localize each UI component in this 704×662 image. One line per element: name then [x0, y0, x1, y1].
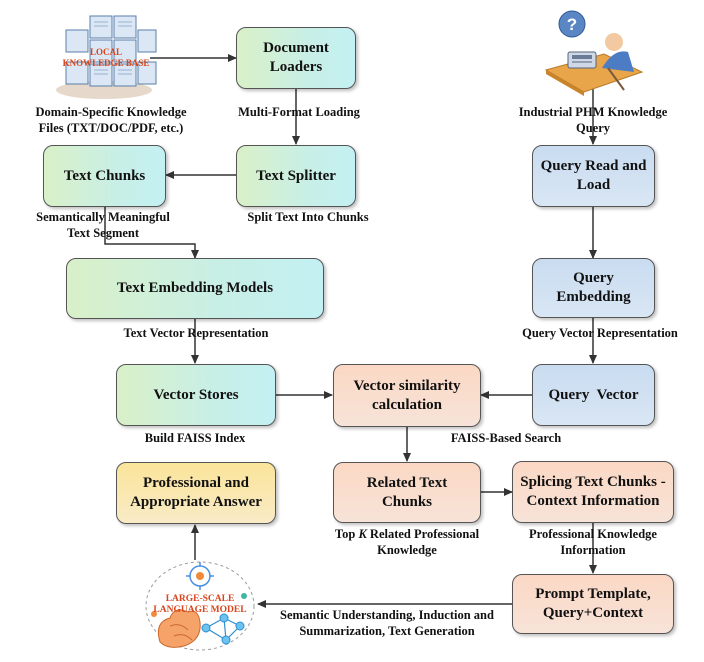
vector-similarity-label: Vector similarity calculation: [353, 377, 461, 413]
text-splitter-label: Text Splitter: [256, 167, 336, 184]
user-query-icon: ?: [544, 10, 644, 96]
splicing-text-chunks-label: Splicing Text Chunks - Context Informati…: [520, 474, 666, 509]
kb-title-line2: KNOWLEDGE BASE: [63, 58, 150, 68]
professional-knowledge-caption: Professional Knowledge Information: [508, 527, 678, 558]
large-language-model-icon: LARGE-SCALE LANGUAGE MODEL: [145, 561, 255, 651]
query-embedding-box: Query Embedding: [532, 258, 655, 318]
query-vector-label: Query Vector: [548, 386, 639, 403]
document-loaders-label: Document Loaders: [263, 40, 329, 75]
text-embedding-models-box: Text Embedding Models: [66, 258, 324, 319]
text-chunks-box: Text Chunks: [43, 145, 166, 207]
kb-title-line1: LOCAL: [90, 47, 122, 57]
local-knowledge-base-icon: LOCAL KNOWLEDGE BASE: [56, 15, 157, 99]
document-loaders-box: Document Loaders: [236, 27, 356, 89]
text-chunks-label: Text Chunks: [63, 167, 146, 184]
professional-knowledge-line2: Information: [560, 542, 626, 557]
semantic-understanding-line1: Semantic Understanding, Induction and: [280, 608, 494, 622]
semantic-understanding-line2: Summarization, Text Generation: [299, 623, 475, 638]
query-vector-rep-caption: Query Vector Representation: [522, 326, 678, 340]
query-read-load-label: Query Read and Load: [540, 158, 647, 193]
professional-answer-label: Professional and Appropriate Answer: [130, 475, 262, 510]
prompt-template-label: Prompt Template, Query+Context: [535, 586, 651, 621]
industrial-query-caption: Industrial PHM Knowledge Query: [498, 105, 688, 136]
professional-knowledge-line1: Professional Knowledge: [529, 527, 657, 541]
splicing-text-chunks-box: Splicing Text Chunks - Context Informati…: [512, 461, 674, 523]
query-vector-box: Query Vector: [532, 364, 655, 426]
related-text-chunks-label: Related Text Chunks: [366, 474, 448, 510]
topk-caption: Top K Related Professional Knowledge: [313, 527, 501, 558]
vector-stores-label: Vector Stores: [153, 386, 239, 403]
industrial-query-line1: Industrial PHM Knowledge: [518, 105, 668, 119]
vector-stores-box: Vector Stores: [116, 364, 276, 426]
query-embedding-label: Query Embedding: [556, 270, 631, 305]
query-read-load-box: Query Read and Load: [532, 145, 655, 207]
topk-line2: Knowledge: [377, 542, 437, 557]
semantic-understanding-caption: Semantic Understanding, Induction and Su…: [262, 608, 512, 639]
question-mark: ?: [567, 15, 577, 34]
build-faiss-caption: Build FAISS Index: [144, 431, 246, 445]
text-splitter-box: Text Splitter: [236, 145, 356, 207]
semantic-segment-line2: Text Segment: [66, 225, 140, 240]
prompt-template-box: Prompt Template, Query+Context: [512, 574, 674, 634]
domain-files-line2: Files (TXT/DOC/PDF, etc.): [38, 120, 184, 135]
industrial-query-line2: Query: [575, 120, 611, 135]
llm-title-line1: LARGE-SCALE: [166, 594, 235, 604]
semantic-segment-line1: Semantically Meaningful: [36, 210, 170, 224]
vector-similarity-box: Vector similarity calculation: [333, 364, 481, 427]
domain-files-caption: Domain-Specific Knowledge Files (TXT/DOC…: [6, 105, 216, 136]
topk-line1: Top K Related Professional: [334, 527, 480, 541]
split-text-caption: Split Text Into Chunks: [247, 210, 369, 224]
multi-format-caption: Multi-Format Loading: [238, 105, 360, 119]
text-embedding-models-label: Text Embedding Models: [116, 280, 274, 297]
professional-answer-box: Professional and Appropriate Answer: [116, 462, 276, 524]
faiss-search-caption: FAISS-Based Search: [450, 431, 562, 445]
arrow-chunks-to-embedding: [104, 207, 199, 259]
related-text-chunks-box: Related Text Chunks: [333, 462, 481, 523]
domain-files-line1: Domain-Specific Knowledge: [35, 105, 187, 119]
llm-title-line2: LANGUAGE MODEL: [153, 605, 246, 615]
text-vector-caption: Text Vector Representation: [123, 326, 269, 340]
semantic-segment-caption: Semantically Meaningful Text Segment: [8, 210, 198, 241]
